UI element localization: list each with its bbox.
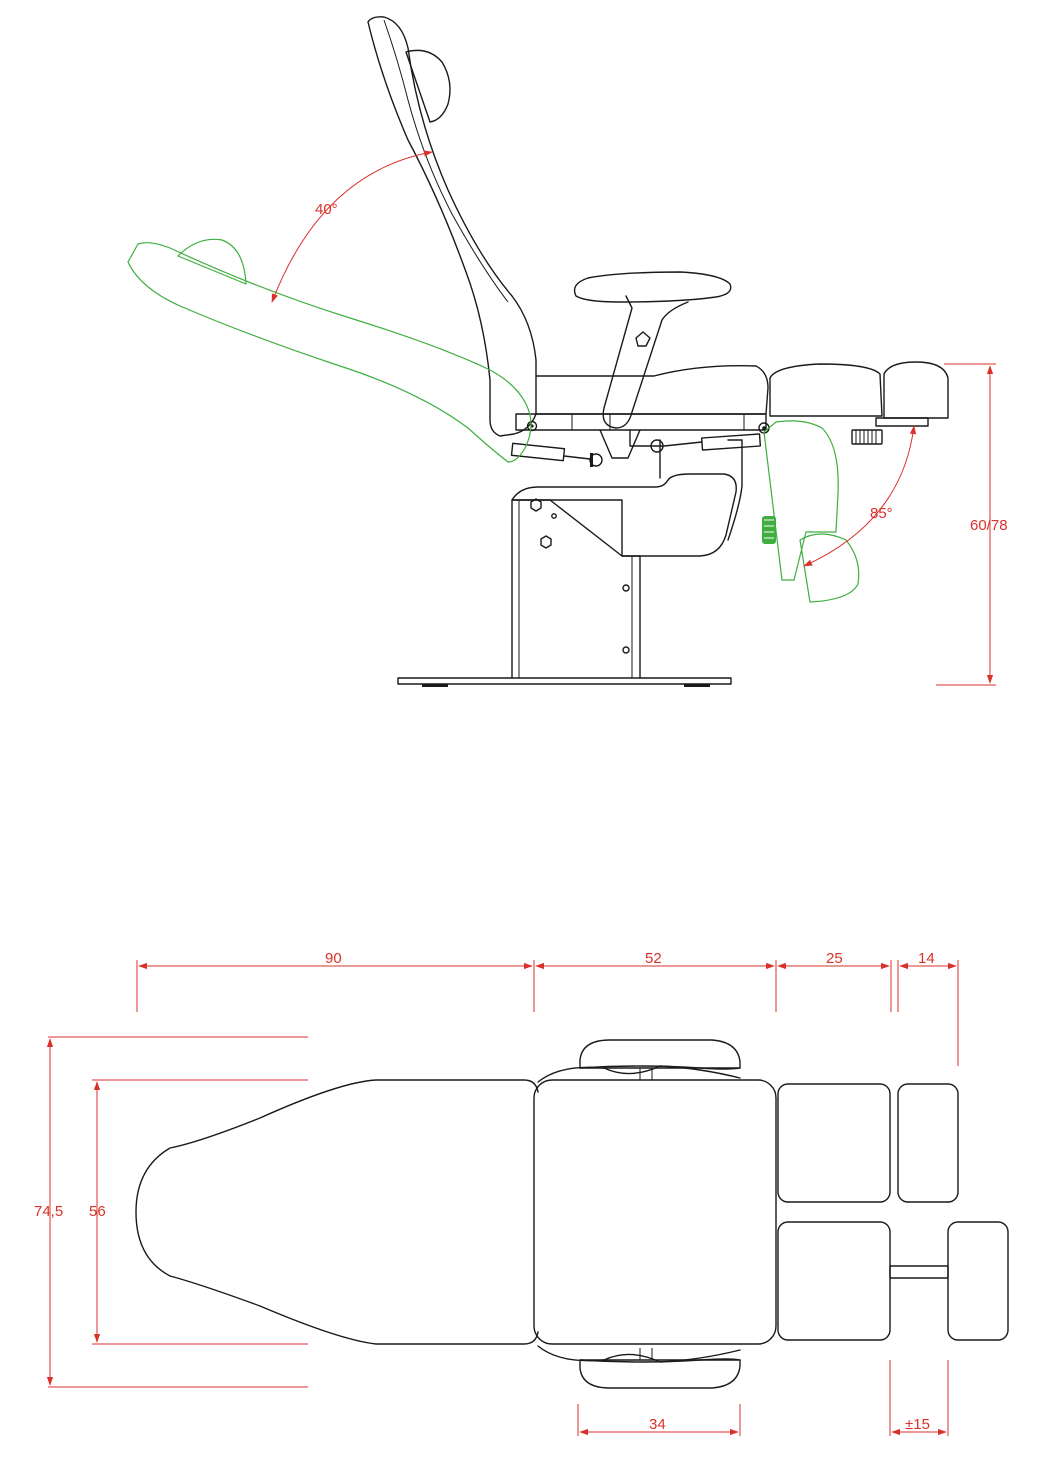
height-label: 60/78 bbox=[970, 517, 1008, 534]
backrest-reclined bbox=[127, 238, 532, 463]
armrest-top bbox=[537, 1039, 741, 1083]
seat-cushion bbox=[535, 365, 769, 415]
pedestal-column bbox=[511, 499, 641, 679]
width-overall-label: 74,5 bbox=[34, 1203, 63, 1220]
width-seat-label: 56 bbox=[89, 1203, 106, 1220]
legrest-gas-spring bbox=[650, 422, 770, 453]
legrest-left bbox=[777, 1083, 891, 1203]
legrest-angle-dimension: 85° bbox=[803, 425, 917, 567]
width-dimensions: 74,5 56 bbox=[34, 1038, 106, 1386]
headrest bbox=[405, 49, 451, 123]
armrest-bottom bbox=[537, 1345, 741, 1389]
legrest-right bbox=[777, 1221, 891, 1341]
legrest-angle-label: 85° bbox=[870, 505, 893, 522]
backrest-angle-label: 40° bbox=[315, 201, 338, 218]
base-plate bbox=[397, 677, 732, 687]
length-seat-label: 52 bbox=[645, 950, 662, 967]
seat-top bbox=[533, 1079, 777, 1345]
backrest-angle-dimension: 40° bbox=[271, 150, 433, 303]
bottom-dimensions: 34 ±15 bbox=[579, 1416, 947, 1436]
armrest-width-label: 34 bbox=[649, 1416, 666, 1433]
length-backrest-label: 90 bbox=[325, 950, 342, 967]
top-view: 90 52 25 14 74,5 56 34 ±15 bbox=[34, 950, 1009, 1436]
backrest-upright bbox=[367, 16, 537, 437]
length-dimensions: 90 52 25 14 bbox=[138, 950, 957, 970]
legrest-cushion bbox=[769, 363, 883, 417]
backrest-gas-spring bbox=[510, 420, 603, 467]
height-dimension: 60/78 bbox=[936, 363, 1008, 686]
side-view: 40° 85° 60/78 bbox=[127, 16, 1008, 687]
footrest-adjust-label: ±15 bbox=[905, 1416, 930, 1433]
footrest-cushion bbox=[851, 361, 949, 445]
legrest-lowered bbox=[762, 420, 860, 603]
extension-lines bbox=[48, 960, 959, 1436]
footrest-left bbox=[897, 1083, 959, 1203]
backrest-top bbox=[135, 1079, 539, 1345]
length-legrest-label: 25 bbox=[826, 950, 843, 967]
footrest-right-extended bbox=[889, 1221, 1009, 1341]
armrest bbox=[573, 271, 732, 429]
length-footrest-label: 14 bbox=[918, 950, 935, 967]
